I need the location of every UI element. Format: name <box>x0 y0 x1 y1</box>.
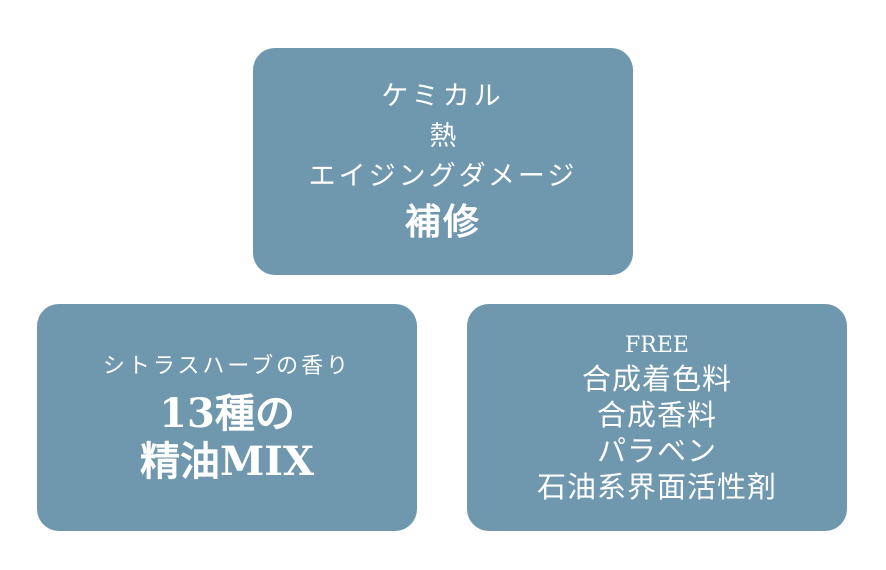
repair-feature-card: ケミカル 熱 エイジングダメージ 補修 <box>253 48 633 275</box>
thirteen-kinds-heading: 13種の <box>159 389 295 437</box>
free-item: 合成着色料 <box>581 361 732 396</box>
heat-text: 熱 <box>429 120 457 152</box>
repair-heading: 補修 <box>404 200 481 243</box>
free-item: 石油系界面活性剤 <box>536 469 777 504</box>
chemical-text: ケミカル <box>381 80 505 112</box>
scent-feature-card: シトラスハーブの香り 13種の 精油MIX <box>37 304 417 531</box>
free-item: 合成香料 <box>596 397 717 432</box>
citrus-herb-scent-text: シトラスハーブの香り <box>102 353 352 379</box>
aging-damage-text: エイジングダメージ <box>308 160 578 192</box>
essential-oil-mix-heading: 精油MIX <box>139 437 315 485</box>
free-from-card: FREE 合成着色料 合成香料 パラベン 石油系界面活性剤 <box>467 304 847 531</box>
free-label: FREE <box>625 332 689 358</box>
free-item: パラベン <box>596 433 717 468</box>
